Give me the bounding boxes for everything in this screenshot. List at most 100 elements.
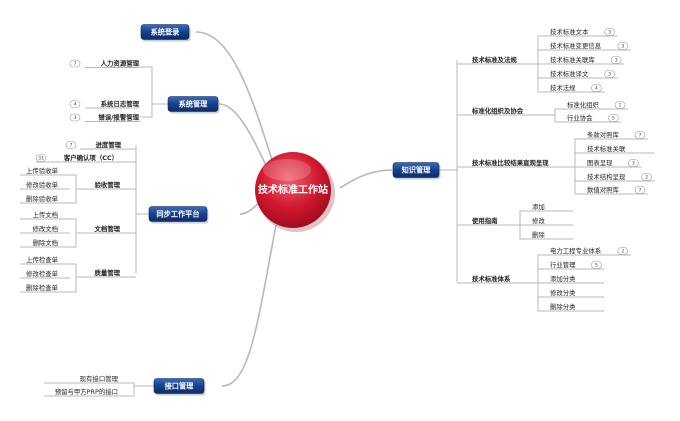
badge-text: 5 [595, 263, 598, 269]
knowledge-guide: 使用指南 [471, 216, 498, 225]
bracket-sync-group-quality [70, 263, 77, 293]
sync-group-acceptance-item: 删除验收单 [26, 194, 59, 203]
count-badge: 7 [69, 59, 81, 68]
bracket-sync-group-acceptance [70, 174, 77, 204]
sync-group-docs: 文档管理 [94, 224, 120, 233]
system-mgmt-item: 错误/报警管理 [98, 113, 139, 122]
count-badge: 4 [69, 100, 81, 108]
badge-text: 7 [74, 61, 77, 67]
sync-group-progress: 进度管理 [95, 140, 121, 149]
sync-group-docs-item: 修改文档 [32, 224, 58, 233]
count-badge: 2 [641, 173, 652, 181]
bracket-system-mgmt [140, 66, 153, 118]
count-badge: 3 [604, 28, 615, 36]
badge-text: 3 [74, 115, 77, 121]
badge-text: 5 [612, 116, 615, 122]
branch-sync-platform[interactable]: 同步工作平台 [148, 206, 209, 224]
knowledge-standards-item: 技术标准文本 [550, 27, 589, 36]
sync-group-docs-item: 上传文档 [32, 210, 58, 219]
badge-text: 4 [74, 102, 77, 108]
badge-text: 3 [608, 30, 611, 36]
count-badge: 1 [614, 101, 626, 109]
knowledge-standards-item: 技术标准变更信息 [550, 41, 602, 50]
branch-interface-mgmt-label: 接口管理 [165, 382, 195, 391]
badge-text: 3 [608, 72, 611, 78]
count-badge: 2 [617, 247, 629, 255]
sync-group-acceptance-item: 修改验收单 [26, 180, 59, 189]
sync-group-quality: 质量管理 [94, 268, 120, 277]
sync-group-cc: 客户确认项（CC） [63, 153, 118, 162]
count-badge: 7 [65, 141, 77, 149]
badge-text: 4 [595, 86, 598, 92]
badge-text: 2 [645, 175, 648, 181]
count-badge: 5 [608, 114, 619, 122]
bracket-knowledge-orgs [554, 108, 563, 123]
bracket-knowledge-compare [574, 138, 583, 195]
badge-text: 7 [639, 188, 642, 194]
knowledge-compare: 技术标准比较结果直观呈现 [472, 158, 549, 167]
connector-lines [20, 31, 655, 397]
knowledge-guide-item: 添加 [532, 202, 545, 211]
count-badge: 3 [617, 42, 629, 50]
sync-group-acceptance: 验收管理 [94, 180, 120, 189]
knowledge-compare-item: 条款对照库 [587, 130, 620, 139]
count-badge: 7 [634, 186, 646, 194]
badge-text: 2 [621, 249, 624, 255]
knowledge-standards-item: 技术标准译文 [550, 69, 589, 78]
branch-system-mgmt-label: 系统管理 [179, 100, 209, 109]
count-badge: 3 [604, 70, 615, 78]
branch-interface-mgmt[interactable]: 接口管理 [153, 378, 206, 396]
sync-group-docs-item: 删除文档 [32, 238, 58, 247]
count-badge: 31 [35, 154, 47, 162]
knowledge-system-item: 行业管理 [550, 260, 576, 269]
badge-text: 3 [632, 161, 635, 167]
sync-group-quality-item: 修改检查单 [26, 269, 59, 278]
branch-system-mgmt[interactable]: 系统管理 [167, 96, 220, 114]
count-badge: 5 [591, 261, 602, 269]
sync-group-acceptance-item: 上传验收单 [26, 166, 59, 175]
knowledge-guide-item: 删除 [532, 230, 545, 239]
knowledge-system-item: 删除分类 [550, 302, 576, 311]
knowledge-standards-item: 技术标准关联库 [550, 55, 595, 64]
badge-text: 7 [70, 143, 73, 149]
system-mgmt-item: 系统日志管理 [101, 99, 140, 108]
sync-group-quality-item: 上传检查单 [26, 255, 59, 264]
count-badge: 3 [69, 113, 81, 122]
count-badge: 7 [634, 131, 646, 139]
count-badge: 4 [591, 84, 602, 92]
knowledge-compare-item: 技术结构呈现 [587, 172, 626, 181]
bracket-interface [124, 382, 135, 397]
system-mgmt-item: 人力资源管理 [101, 59, 140, 68]
knowledge-standards: 技术标准及法规 [472, 55, 517, 64]
knowledge-guide-item: 修改 [532, 216, 545, 225]
curve-system-login [195, 31, 273, 161]
knowledge-system-item: 电力工程专业体系 [550, 246, 601, 255]
sync-group-quality-item: 删除检查单 [26, 283, 59, 292]
badge-text: 3 [621, 44, 624, 50]
branch-knowledge-mgmt[interactable]: 知识管理 [392, 162, 441, 180]
knowledge-orgs: 标准化组织及协会 [471, 106, 524, 115]
branch-sync-platform-label: 同步工作平台 [156, 210, 199, 219]
curve-interface-mgmt [221, 224, 277, 387]
center-node[interactable]: 技术标准工作站 [255, 152, 335, 232]
badge-text: 3 [615, 58, 618, 64]
branch-knowledge-mgmt-label: 知识管理 [401, 166, 432, 175]
count-badge: 3 [610, 56, 622, 64]
badge-text: 31 [38, 156, 44, 162]
center-label: 技术标准工作站 [258, 183, 328, 196]
knowledge-system: 技术标准体系 [472, 274, 511, 283]
knowledge-compare-item: 技术标准关联 [587, 144, 626, 153]
curve-knowledge-mgmt [339, 169, 393, 189]
badge-text: 7 [639, 133, 642, 139]
interface-item: 预留与甲方PRP的接口 [55, 387, 118, 396]
knowledge-system-item: 修改分类 [550, 288, 576, 297]
knowledge-orgs-item: 标准化组织 [567, 100, 600, 109]
knowledge-compare-item: 数值对照库 [587, 185, 620, 194]
badge-text: 1 [619, 103, 622, 109]
knowledge-standards-item: 技术法规 [550, 83, 576, 92]
curve-system-mgmt [218, 103, 269, 171]
interface-item: 现有接口管理 [80, 374, 119, 383]
branch-system-login[interactable]: 系统登录 [140, 24, 191, 42]
